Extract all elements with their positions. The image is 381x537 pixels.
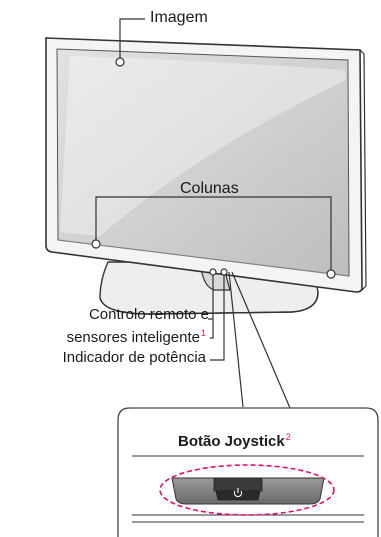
remote-control-label: Controlo remoto e: [88, 306, 209, 323]
power-indicator-label: Indicador de potência: [62, 349, 206, 366]
image-callout: [115, 18, 145, 67]
power-indicator-callout: [210, 268, 228, 361]
footnote-2: 2: [285, 432, 291, 442]
joystick-highlight: [159, 464, 335, 516]
power-icon: [233, 488, 243, 498]
speakers-callout: [91, 196, 336, 279]
smart-sensors-label: sensores inteligente1: [66, 328, 206, 346]
remote-sensor-callout: [208, 268, 217, 339]
footnote-1: 1: [200, 328, 206, 338]
zoom-leader-lines: [228, 271, 291, 409]
joystick-button-text: Botão Joystick: [178, 433, 285, 450]
image-label: Imagem: [150, 9, 208, 26]
tv-frame: [45, 37, 367, 293]
joystick-detail-box: [117, 407, 379, 537]
joystick-button-title: Botão Joystick2: [178, 432, 291, 450]
smart-sensors-text: sensores inteligente: [66, 329, 200, 346]
speakers-label: Colunas: [180, 180, 239, 197]
